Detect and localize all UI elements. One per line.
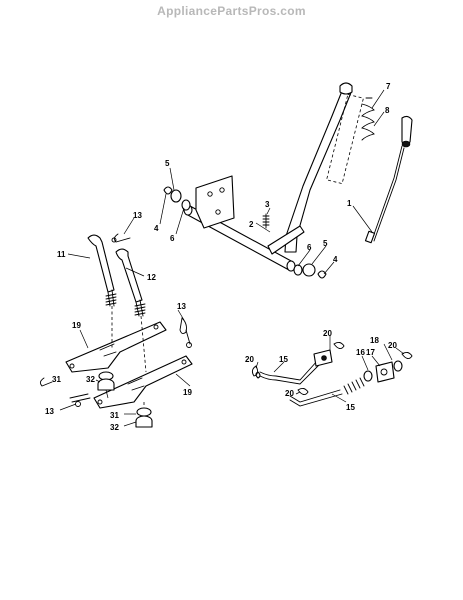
hardware-left[interactable] [163, 186, 191, 211]
callout-13-bottom: 13 [45, 407, 54, 416]
callout-31-upper: 31 [52, 375, 61, 384]
hardware-right[interactable] [293, 263, 327, 279]
bushing-nut-upper[interactable] [97, 371, 115, 391]
callout-31-lower: 31 [110, 411, 119, 420]
pivot-bracket[interactable] [195, 175, 235, 229]
callout-4-left: 4 [154, 224, 159, 233]
callout-6-right: 6 [307, 243, 312, 252]
clip-20b[interactable] [251, 365, 259, 377]
coupler-block[interactable] [313, 349, 333, 367]
callout-3: 3 [265, 200, 270, 209]
clip-20a[interactable] [333, 341, 345, 349]
callout-12: 12 [147, 273, 156, 282]
bushing-nut-lower[interactable] [135, 407, 153, 428]
callout-20-right: 20 [388, 341, 397, 350]
callout-7: 7 [386, 82, 391, 91]
leader-lines [59, 89, 405, 427]
lift-arm-lower[interactable] [93, 355, 193, 409]
callout-16: 16 [356, 348, 365, 357]
watermark: AppliancePartsPros.com [157, 4, 306, 18]
callout-15-upper: 15 [279, 355, 288, 364]
callout-19-lower: 19 [183, 388, 192, 397]
callout-1: 1 [347, 199, 352, 208]
pin-small[interactable] [262, 213, 270, 229]
callout-2: 2 [249, 220, 254, 229]
hardware-16-17-18[interactable] [363, 360, 403, 383]
callout-labels: 1 2 3 4 4 5 5 6 6 7 8 11 12 13 13 13 15 … [45, 82, 397, 432]
callout-4-right: 4 [333, 255, 338, 264]
lift-link-12[interactable] [115, 248, 146, 317]
clip-top[interactable] [111, 233, 131, 243]
knob[interactable] [401, 115, 413, 148]
callout-20-middle: 20 [285, 389, 294, 398]
callout-8: 8 [385, 106, 390, 115]
callout-20-top: 20 [323, 329, 332, 338]
callout-20-left: 20 [245, 355, 254, 364]
clip-bottom-left[interactable] [39, 377, 91, 407]
callout-13-right: 13 [177, 302, 186, 311]
clip-20c[interactable] [297, 387, 309, 395]
lift-link-11[interactable] [87, 234, 117, 307]
callout-11: 11 [57, 250, 66, 259]
rod-15-upper[interactable] [255, 359, 321, 385]
alignment-line-b [140, 315, 147, 373]
callout-32-upper: 32 [86, 375, 95, 384]
handle-grip-outline [326, 93, 364, 185]
lift-arm-upper[interactable] [65, 321, 167, 373]
callout-15-lower: 15 [346, 403, 355, 412]
callout-17: 17 [366, 348, 375, 357]
callout-32-lower: 32 [110, 423, 119, 432]
callout-13-top: 13 [133, 211, 142, 220]
clip-right[interactable] [179, 317, 192, 348]
callout-5-right: 5 [323, 239, 328, 248]
callout-6-left: 6 [170, 234, 175, 243]
callout-19-upper: 19 [72, 321, 81, 330]
clip-20d[interactable] [401, 351, 413, 359]
spring[interactable] [361, 97, 375, 141]
adjusting-rod[interactable] [364, 145, 405, 244]
callout-5-left: 5 [165, 159, 170, 168]
rod-15-lower[interactable] [289, 377, 365, 407]
callout-18: 18 [370, 336, 379, 345]
